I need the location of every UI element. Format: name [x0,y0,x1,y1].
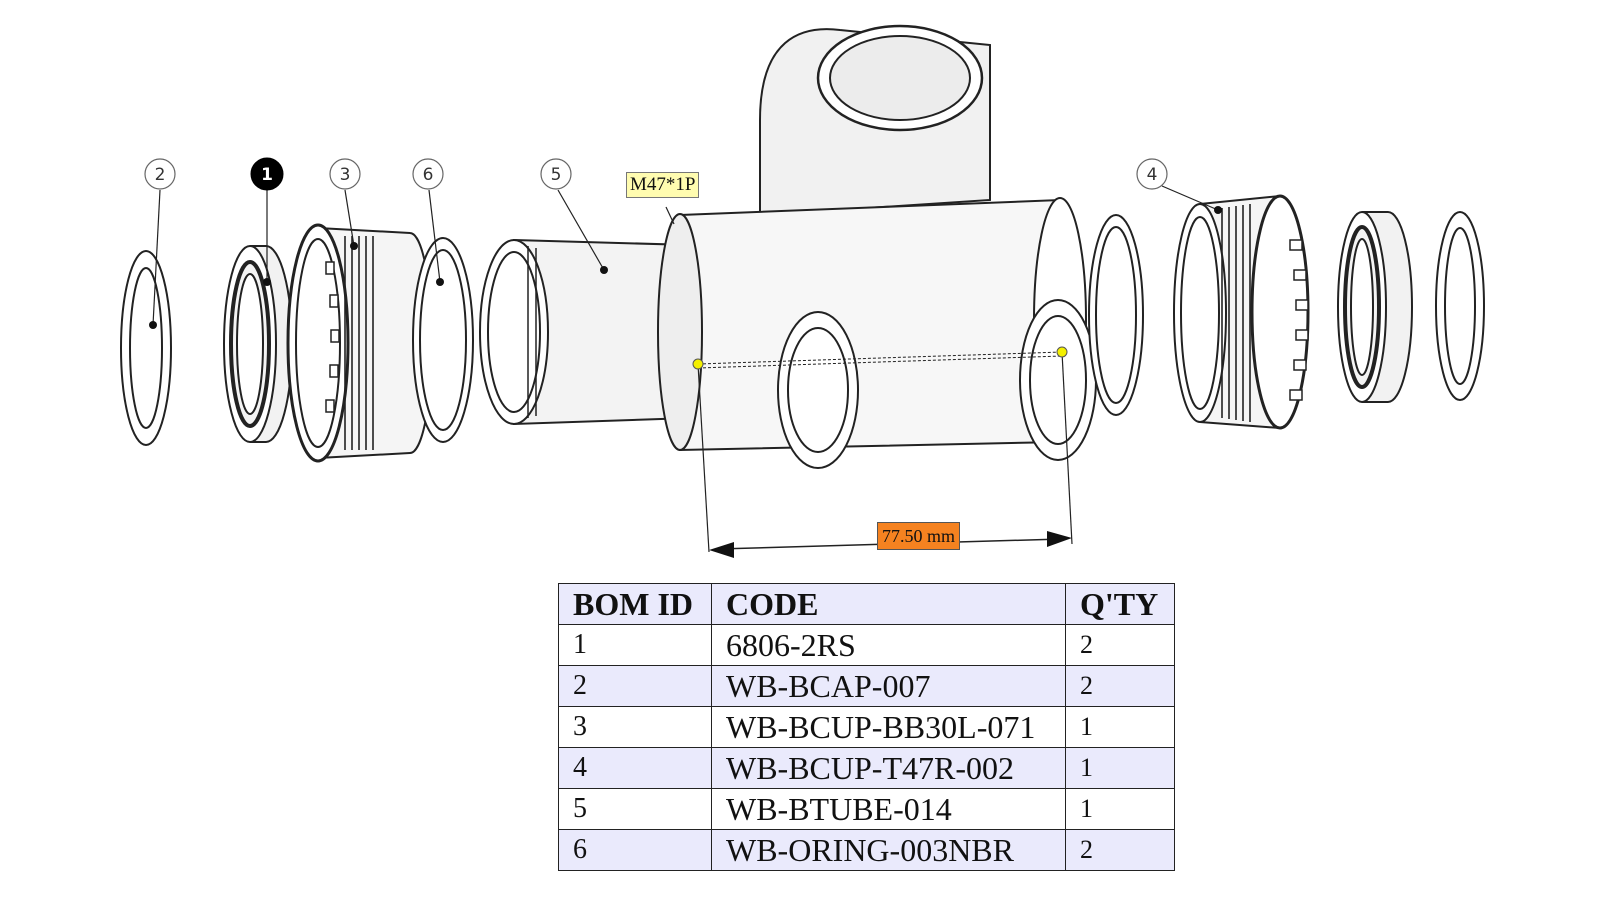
bom-cell-id: 6 [558,829,712,871]
bom-cell-id: 1 [558,624,712,666]
callout-5: 5 [540,158,572,190]
svg-text:1: 1 [261,165,273,185]
bom-header-qty: Q'TY [1065,583,1175,625]
bom-header-code: CODE [711,583,1066,625]
bom-cell-code: WB-BTUBE-014 [711,788,1066,830]
table-row: 4 WB-BCUP-T47R-002 1 [558,747,1175,789]
svg-text:6: 6 [423,165,434,185]
frame-bottom-bracket-shell [657,24,1097,469]
part-bearing-cap-left [120,250,172,446]
bom-cell-qty: 1 [1065,706,1175,748]
measure-point-end [1056,346,1068,358]
table-row: 2 WB-BCAP-007 2 [558,665,1175,707]
bom-cell-code: WB-BCUP-T47R-002 [711,747,1066,789]
bom-cell-code: WB-ORING-003NBR [711,829,1066,871]
leader-dots [149,206,1222,329]
callout-3: 3 [329,158,361,190]
bom-cell-code: WB-BCUP-BB30L-071 [711,706,1066,748]
bom-cell-id: 3 [558,706,712,748]
bom-header-id: BOM ID [558,583,712,625]
bom-table: BOM ID CODE Q'TY 1 6806-2RS 2 2 WB-BCAP-… [558,583,1175,871]
bom-header-row: BOM ID CODE Q'TY [558,583,1175,625]
bom-cell-qty: 1 [1065,747,1175,789]
bom-cell-qty: 2 [1065,624,1175,666]
bom-cell-qty: 1 [1065,788,1175,830]
part-bearing [223,245,293,443]
part-o-ring-right [1088,214,1144,416]
svg-text:4: 4 [1147,165,1158,185]
bom-cell-qty: 2 [1065,665,1175,707]
part-bearing-cap-right [1435,211,1485,401]
bom-cell-qty: 2 [1065,829,1175,871]
bom-cell-id: 5 [558,788,712,830]
measure-point-start [692,358,704,370]
table-row: 1 6806-2RS 2 [558,624,1175,666]
part-bearing-cup-right [1173,194,1310,430]
svg-text:2: 2 [155,165,166,185]
table-row: 5 WB-BTUBE-014 1 [558,788,1175,830]
callout-1: 1 [250,157,284,191]
callout-4: 4 [1136,158,1168,190]
leader-lines [152,185,1219,326]
callout-6: 6 [412,158,444,190]
part-bearing-right [1337,211,1413,403]
part-sleeve-tube [479,238,691,426]
dimension-label: 77.50 mm [877,522,961,550]
bom-cell-code: WB-BCAP-007 [711,665,1066,707]
dimension-measure [697,351,1073,558]
bom-cell-id: 4 [558,747,712,789]
table-row: 6 WB-ORING-003NBR 2 [558,829,1175,871]
bom-cell-code: 6806-2RS [711,624,1066,666]
svg-text:3: 3 [340,165,351,185]
bom-cell-id: 2 [558,665,712,707]
measure-points [692,346,1068,370]
thread-spec-label: M47*1P [626,172,700,198]
exploded-assembly-diagram: 2 1 3 6 5 4 [120,24,1485,558]
table-row: 3 WB-BCUP-BB30L-071 1 [558,706,1175,748]
part-o-ring-left [412,237,474,443]
part-bearing-cup-left [286,223,433,463]
svg-text:5: 5 [551,165,562,185]
callout-2: 2 [144,158,176,190]
